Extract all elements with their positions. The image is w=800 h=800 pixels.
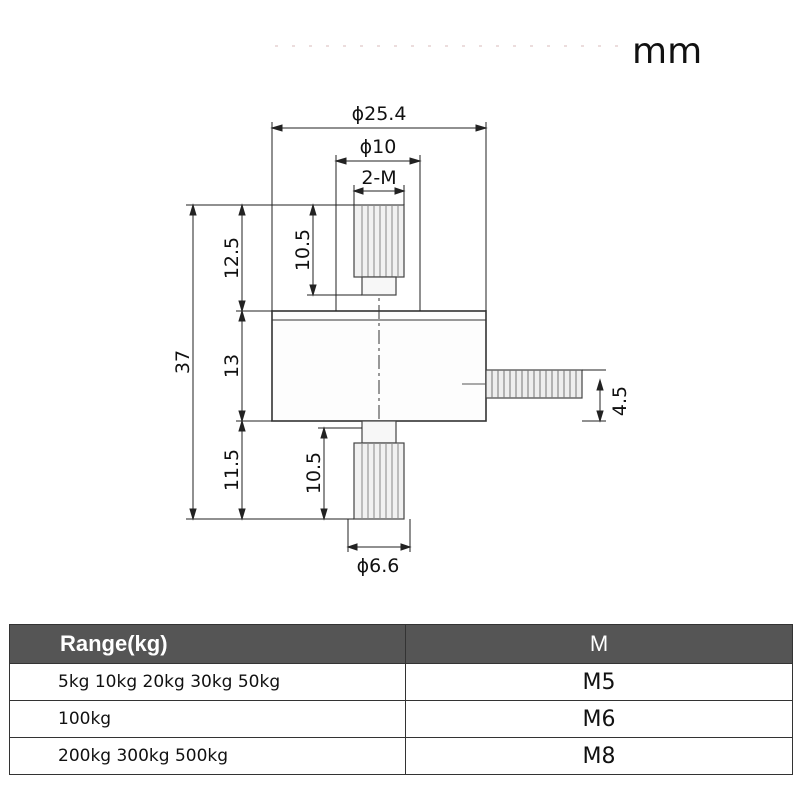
dimension-lines [186, 122, 606, 552]
dim-bottom-diameter: ϕ6.6 [357, 555, 400, 577]
dim-body-height: 13 [221, 354, 243, 378]
side-cable [462, 369, 583, 399]
dim-thread-diameter: ϕ10 [360, 136, 397, 158]
top-thread-stud [353, 204, 405, 296]
unit-label: mm [632, 31, 702, 72]
table-header-row: Range(kg) M [9, 624, 793, 664]
header-range: Range(kg) [9, 624, 406, 664]
technical-drawing: mm [172, 31, 702, 577]
cell-range: 5kg 10kg 20kg 30kg 50kg [9, 663, 406, 701]
dim-outer-diameter: ϕ25.4 [352, 103, 407, 125]
cell-range: 100kg [9, 700, 406, 738]
cell-m: M5 [405, 663, 793, 701]
dim-bottom-section: 11.5 [221, 449, 243, 491]
dim-bottom-thread-length: 10.5 [303, 452, 325, 494]
table-row: 100kg M6 [9, 700, 793, 738]
cell-range: 200kg 300kg 500kg [9, 737, 406, 775]
table-row: 200kg 300kg 500kg M8 [9, 737, 793, 775]
dim-cable-diameter: 4.5 [609, 386, 631, 416]
dim-top-section: 12.5 [221, 237, 243, 279]
cell-m: M8 [405, 737, 793, 775]
bottom-thread-stud [353, 420, 405, 520]
cell-m: M6 [405, 700, 793, 738]
dim-top-thread-length: 10.5 [292, 229, 314, 271]
table-row: 5kg 10kg 20kg 30kg 50kg M5 [9, 663, 793, 701]
dim-total-height: 37 [172, 350, 194, 374]
dim-thread-label: 2-M [361, 167, 396, 189]
header-m: M [405, 624, 793, 664]
sensor-body [271, 280, 487, 422]
spec-table: Range(kg) M 5kg 10kg 20kg 30kg 50kg M5 1… [9, 624, 793, 775]
